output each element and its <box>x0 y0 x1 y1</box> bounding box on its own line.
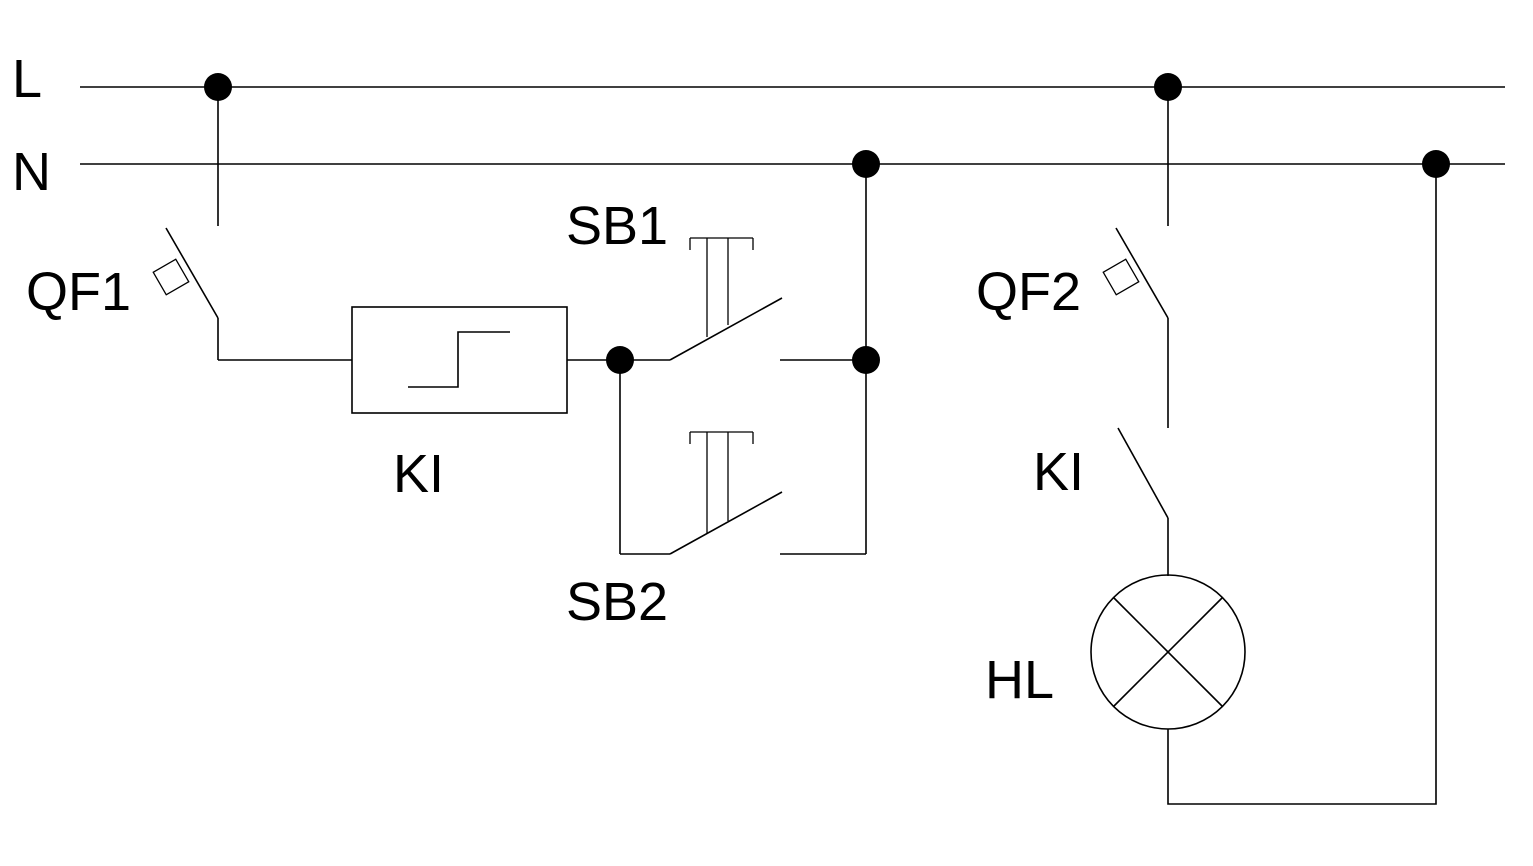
breaker-qf2 <box>1102 227 1169 428</box>
junction-node-buttons-right <box>852 346 880 374</box>
label-line-rail: L <box>12 49 42 109</box>
label-qf1: QF1 <box>26 262 131 322</box>
label-neutral-rail: N <box>12 142 51 202</box>
label-qf2: QF2 <box>976 262 1081 322</box>
pushbutton-sb1 <box>620 237 866 361</box>
relay-coil-ki <box>351 306 568 414</box>
label-sb1: SB1 <box>566 196 668 256</box>
relay-contact-ki <box>1117 427 1169 576</box>
lamp-hl <box>1090 574 1246 730</box>
label-ki-coil: KI <box>393 444 444 504</box>
wire-lamp-to-n <box>1167 164 1437 805</box>
breaker-qf1 <box>152 227 219 360</box>
label-sb2: SB2 <box>566 572 668 632</box>
label-ki-contact: KI <box>1033 442 1084 502</box>
pushbutton-sb2 <box>619 360 866 555</box>
label-hl: HL <box>985 650 1054 710</box>
